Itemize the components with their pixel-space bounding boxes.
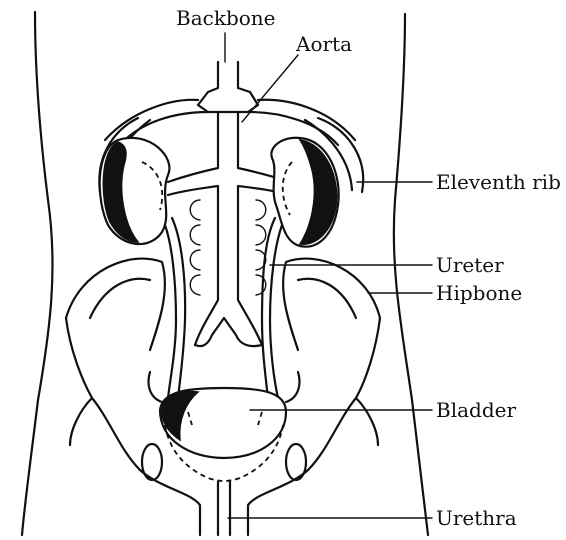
- label-urethra: Urethra: [436, 506, 517, 530]
- leader-aorta: [242, 55, 298, 122]
- bladder-organ: [160, 388, 286, 481]
- right-kidney: [271, 138, 338, 247]
- left-kidney: [100, 138, 170, 244]
- label-hipbone: Hipbone: [436, 281, 522, 305]
- label-bladder: Bladder: [436, 398, 516, 422]
- lumbar-vertebrae: [190, 200, 266, 295]
- urethra-tube: [218, 482, 230, 535]
- label-eleventh-rib: Eleventh rib: [436, 170, 561, 194]
- label-aorta: Aorta: [295, 32, 352, 56]
- label-ureter: Ureter: [436, 253, 504, 277]
- label-backbone: Backbone: [176, 6, 276, 30]
- ureters: [165, 218, 282, 398]
